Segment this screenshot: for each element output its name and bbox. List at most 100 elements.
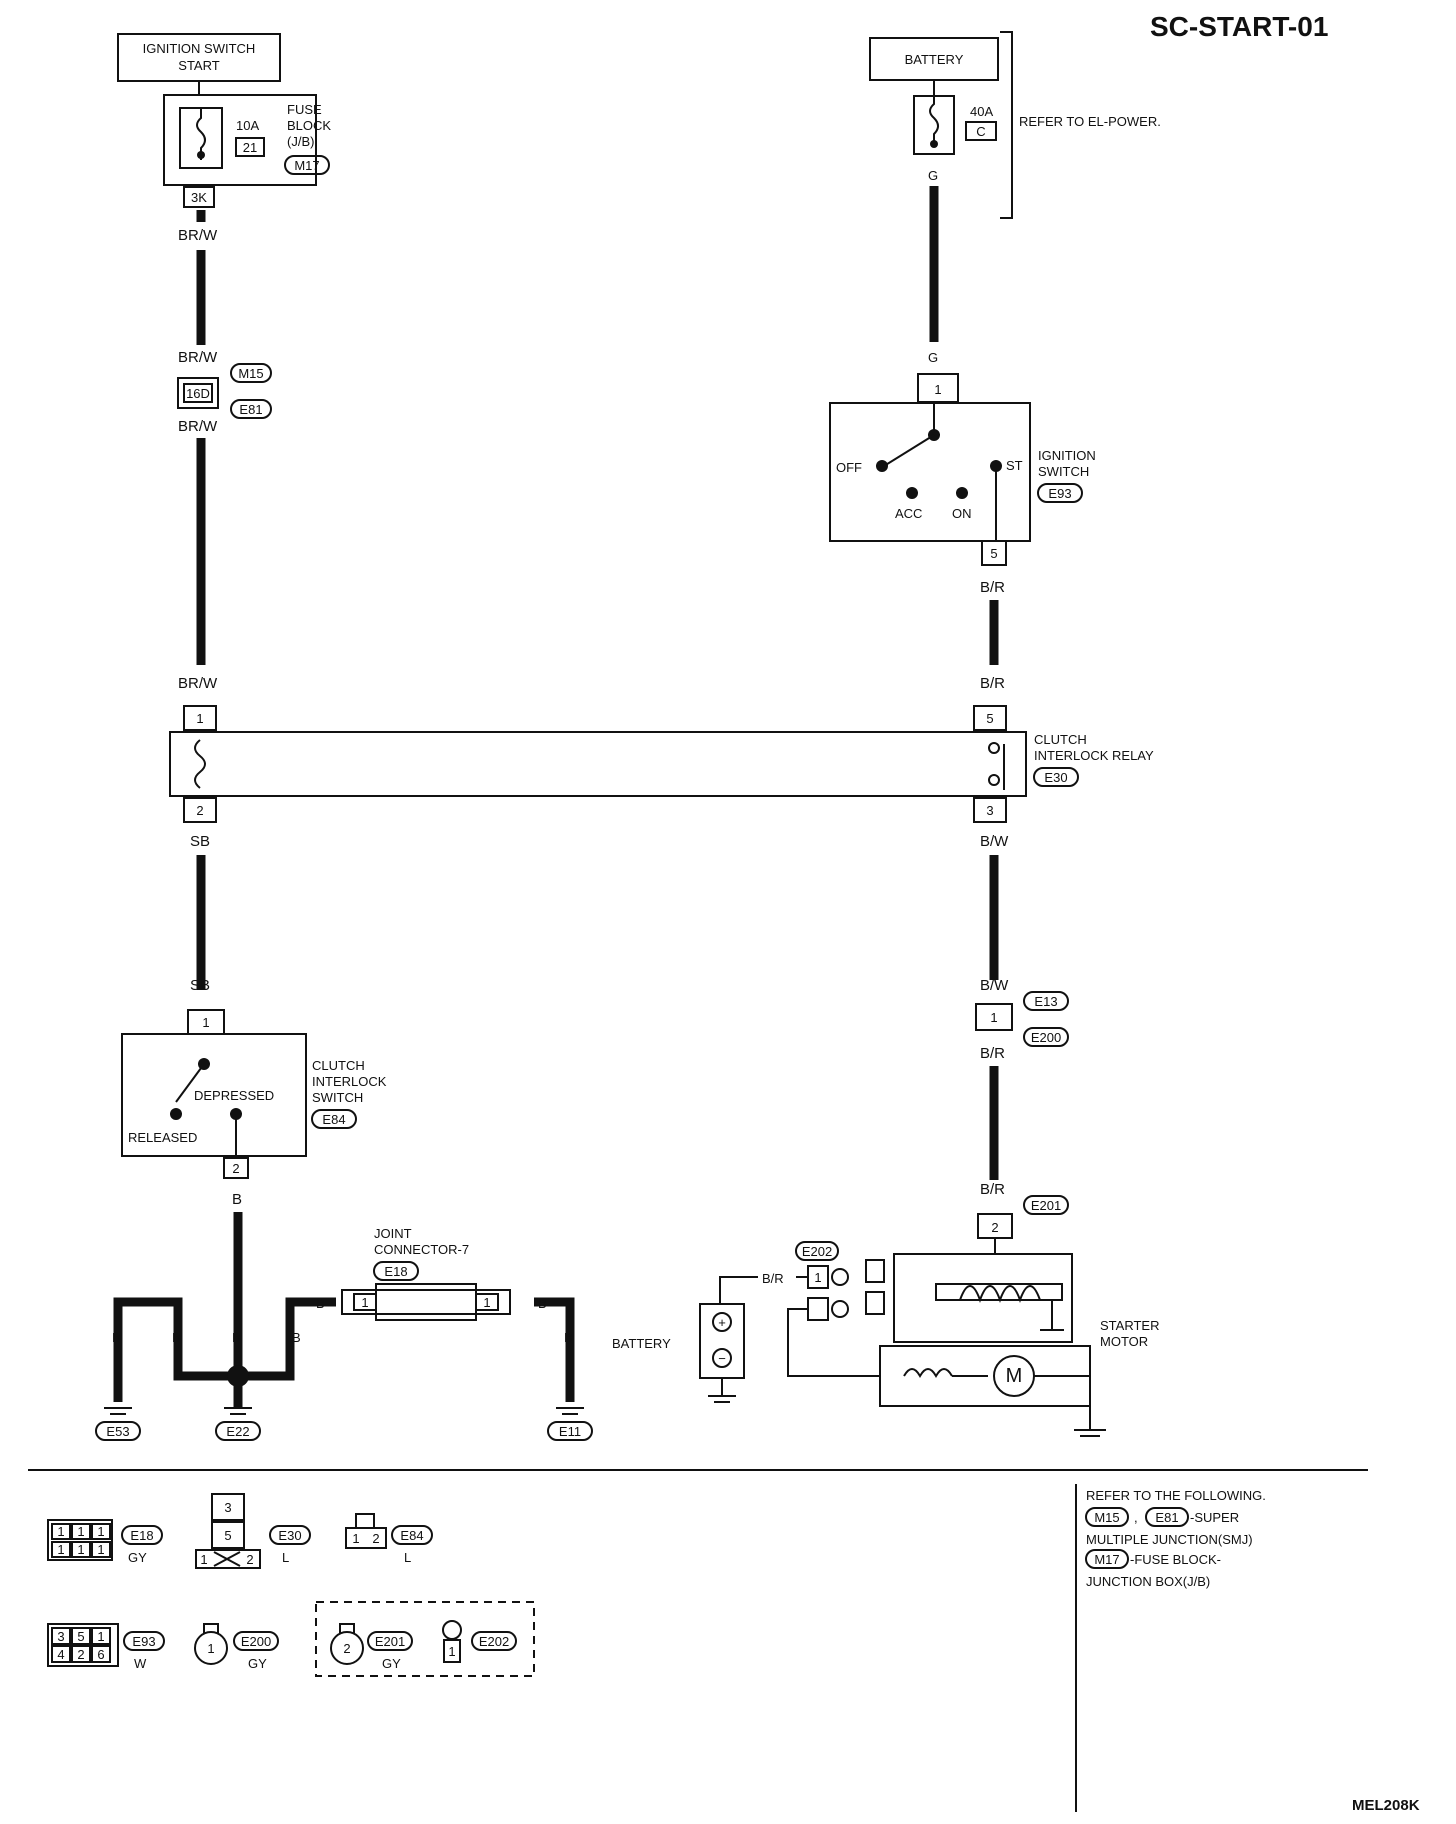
svg-text:M: M xyxy=(1006,1365,1023,1387)
svg-text:B: B xyxy=(292,1330,301,1345)
svg-text:E200: E200 xyxy=(241,1634,271,1649)
svg-text:2: 2 xyxy=(372,1531,379,1546)
svg-text:E18: E18 xyxy=(130,1528,153,1543)
svg-text:SWITCH: SWITCH xyxy=(1038,464,1089,479)
svg-text:B: B xyxy=(232,1330,241,1345)
legend-e201: 2 E201 GY xyxy=(330,1623,413,1671)
ground-network: B B B B E53 E22 B B E11 B xyxy=(95,1296,593,1441)
legend-dashed-box xyxy=(315,1601,535,1677)
svg-text:ACC: ACC xyxy=(895,506,922,521)
battery-bottom: + − BATTERY xyxy=(612,1303,745,1403)
svg-text:B/R: B/R xyxy=(980,579,1005,596)
svg-text:M17: M17 xyxy=(294,158,319,173)
svg-text:B/R: B/R xyxy=(980,1045,1005,1062)
svg-text:B: B xyxy=(172,1330,181,1345)
svg-text:RELEASED: RELEASED xyxy=(128,1130,197,1145)
svg-text:REFER TO THE FOLLOWING.: REFER TO THE FOLLOWING. xyxy=(1086,1488,1266,1503)
svg-text:INTERLOCK: INTERLOCK xyxy=(312,1074,387,1089)
svg-text:1: 1 xyxy=(352,1531,359,1546)
svg-text:E53: E53 xyxy=(106,1424,129,1439)
svg-text:B/R: B/R xyxy=(762,1271,784,1286)
svg-text:E84: E84 xyxy=(400,1528,423,1543)
svg-text:E93: E93 xyxy=(132,1634,155,1649)
smj-connector: 16D M15 E81 xyxy=(177,363,272,419)
svg-text:1: 1 xyxy=(934,382,941,397)
svg-text:E201: E201 xyxy=(1031,1198,1061,1213)
svg-text:5: 5 xyxy=(224,1528,231,1543)
svg-text:B: B xyxy=(232,1191,242,1208)
svg-text:1: 1 xyxy=(97,1524,104,1539)
svg-text:E202: E202 xyxy=(479,1634,509,1649)
svg-text:B/R: B/R xyxy=(980,675,1005,692)
svg-text:E11: E11 xyxy=(559,1424,581,1439)
svg-text:1: 1 xyxy=(361,1295,368,1310)
svg-text:M15: M15 xyxy=(1094,1510,1119,1525)
svg-text:6: 6 xyxy=(97,1647,104,1662)
svg-text:-SUPER: -SUPER xyxy=(1190,1510,1239,1525)
svg-text:BR/W: BR/W xyxy=(178,675,218,692)
legend-e30: 3 5 1 2 E30 L xyxy=(195,1493,311,1569)
svg-text:B: B xyxy=(316,1296,325,1311)
svg-text:5: 5 xyxy=(990,546,997,561)
svg-text:M15: M15 xyxy=(238,366,263,381)
svg-text:1: 1 xyxy=(57,1542,64,1557)
svg-text:W: W xyxy=(134,1656,147,1671)
svg-text:5: 5 xyxy=(986,711,993,726)
svg-text:B: B xyxy=(538,1296,547,1311)
joint-connector: 1 1 JOINT CONNECTOR-7 E18 xyxy=(341,1226,511,1321)
legend-e93: 3 5 1 4 2 6 E93 W xyxy=(47,1623,165,1671)
svg-text:2: 2 xyxy=(196,803,203,818)
svg-text:OFF: OFF xyxy=(836,460,862,475)
svg-text:E30: E30 xyxy=(1044,770,1067,785)
svg-text:5: 5 xyxy=(77,1629,84,1644)
svg-text:3: 3 xyxy=(986,803,993,818)
svg-text:E30: E30 xyxy=(278,1528,301,1543)
fuse-symbol xyxy=(197,151,205,159)
svg-text:1: 1 xyxy=(77,1524,84,1539)
svg-text:M17: M17 xyxy=(1094,1552,1119,1567)
svg-text:1: 1 xyxy=(97,1542,104,1557)
svg-text:E200: E200 xyxy=(1031,1030,1061,1045)
svg-text:21: 21 xyxy=(243,140,257,155)
svg-text:G: G xyxy=(928,350,938,365)
svg-text:BATTERY: BATTERY xyxy=(905,52,964,67)
svg-text:40A: 40A xyxy=(970,104,993,119)
svg-text:E81: E81 xyxy=(239,402,262,417)
svg-text:E202: E202 xyxy=(802,1244,832,1259)
svg-text:E201: E201 xyxy=(375,1634,405,1649)
ignition-switch: 1 OFF ACC ON ST IGNITION SWITCH E93 5 xyxy=(829,373,1096,566)
svg-text:STARTER: STARTER xyxy=(1100,1318,1159,1333)
svg-text:MOTOR: MOTOR xyxy=(1100,1334,1148,1349)
svg-text:START: START xyxy=(178,58,219,73)
clutch-interlock-relay: 1 5 2 3 CLUTCH INTERLOCK RELAY E30 xyxy=(169,705,1154,823)
svg-text:E13: E13 xyxy=(1034,994,1057,1009)
notes: REFER TO THE FOLLOWING. M15 , E81 -SUPER… xyxy=(1085,1488,1266,1589)
svg-text:1: 1 xyxy=(97,1629,104,1644)
svg-text:B: B xyxy=(112,1330,121,1345)
svg-text:(J/B): (J/B) xyxy=(287,134,314,149)
svg-text:GY: GY xyxy=(248,1656,267,1671)
svg-text:16D: 16D xyxy=(186,386,210,401)
svg-text:E93: E93 xyxy=(1048,486,1071,501)
svg-text:E22: E22 xyxy=(226,1424,249,1439)
svg-text:,: , xyxy=(1134,1510,1138,1525)
svg-text:DEPRESSED: DEPRESSED xyxy=(194,1088,274,1103)
svg-text:3K: 3K xyxy=(191,190,207,205)
figure-code: MEL208K xyxy=(1352,1797,1420,1814)
legend-e202: 1 E202 xyxy=(442,1620,517,1663)
svg-text:BLOCK: BLOCK xyxy=(287,118,331,133)
svg-text:+: + xyxy=(718,1315,726,1330)
svg-text:2: 2 xyxy=(991,1220,998,1235)
svg-text:JUNCTION BOX(J/B): JUNCTION BOX(J/B) xyxy=(1086,1574,1210,1589)
svg-text:G: G xyxy=(928,168,938,183)
svg-text:ST: ST xyxy=(1006,458,1023,473)
battery-top: BATTERY 40A C REFER TO EL-POWER. xyxy=(869,31,1161,219)
svg-text:1: 1 xyxy=(814,1270,821,1285)
svg-text:-FUSE BLOCK-: -FUSE BLOCK- xyxy=(1130,1552,1221,1567)
svg-text:SWITCH: SWITCH xyxy=(312,1090,363,1105)
svg-text:B/W: B/W xyxy=(980,833,1009,850)
svg-text:E81: E81 xyxy=(1155,1510,1178,1525)
svg-text:1: 1 xyxy=(77,1542,84,1557)
svg-text:1: 1 xyxy=(57,1524,64,1539)
